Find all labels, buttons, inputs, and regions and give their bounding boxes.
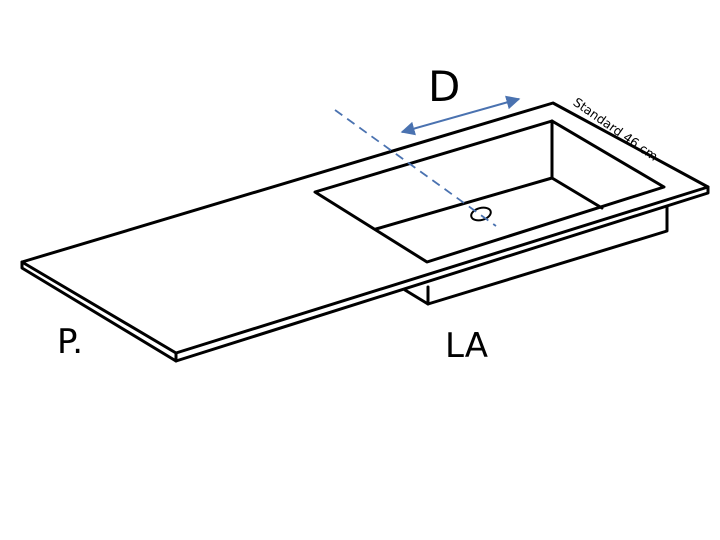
countertop-slab [20, 101, 710, 363]
drain-hole [470, 206, 492, 222]
countertop-front-edge [20, 185, 710, 363]
left-edge-label: P. [57, 322, 84, 362]
basin-box-outline [403, 205, 669, 306]
sink-floor-edge [374, 176, 554, 231]
basin-underside [403, 205, 669, 306]
depth-dimension-arrow [400, 95, 521, 136]
sink-bowl [313, 119, 666, 264]
countertop-top-face [20, 101, 710, 355]
sink-rim [313, 119, 666, 264]
depth-label: D [428, 62, 461, 111]
drain-axis-dashed-line [334, 109, 497, 227]
length-label: LA [445, 326, 488, 366]
